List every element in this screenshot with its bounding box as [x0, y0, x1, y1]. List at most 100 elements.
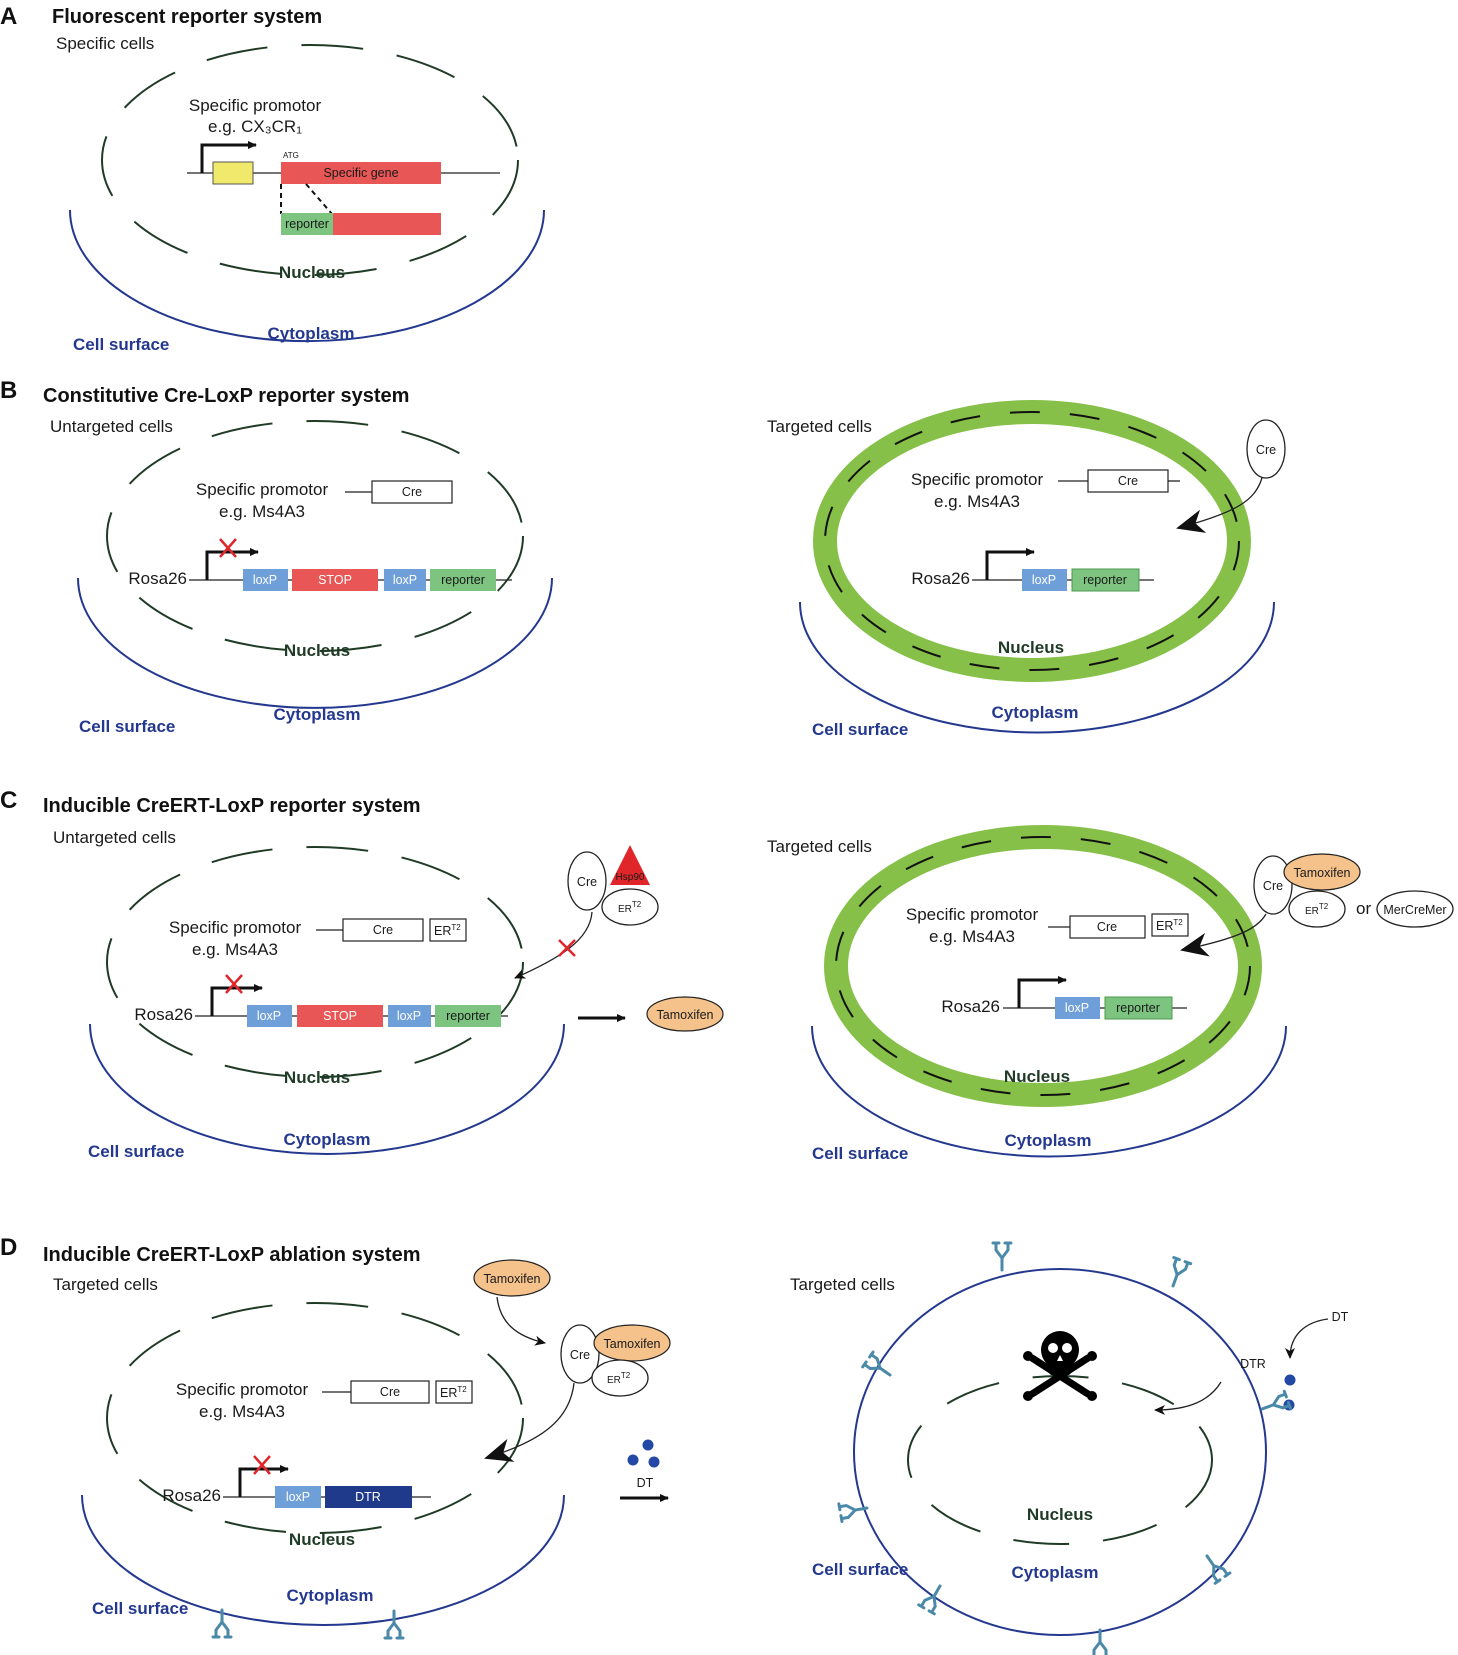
cell-surface-label: Cell surface — [79, 717, 175, 736]
reporter-box — [1104, 996, 1173, 1020]
transcription-start-arrow — [205, 548, 259, 580]
cre-protein — [1246, 419, 1286, 479]
cre-gene-label: Cre — [380, 1385, 400, 1399]
dt-dot — [642, 1439, 654, 1451]
loxp-label: loxP — [1032, 573, 1056, 587]
transcription-start-arrow — [210, 984, 263, 1016]
cell-surface-label: Cell surface — [812, 1560, 908, 1579]
nucleus-label: Nucleus — [289, 1530, 355, 1549]
loxp-box — [275, 1486, 321, 1508]
tamoxifen-label: Tamoxifen — [657, 1008, 714, 1022]
transcription-start-arrow — [238, 1465, 289, 1497]
cre-protein — [567, 851, 607, 911]
nucleus-envelope — [106, 846, 524, 1078]
insertion-dash-right — [305, 183, 333, 215]
promoter-box — [212, 161, 254, 185]
ert2-protein — [591, 1359, 649, 1397]
dt-label: DT — [637, 1476, 654, 1490]
panel-a-title: Fluorescent reporter system — [52, 6, 322, 28]
ert2-gene-box — [429, 918, 467, 942]
promotor-example: e.g. CX₃CR₁ — [208, 117, 302, 136]
cell-membrane — [853, 1268, 1267, 1636]
cre-gene-box — [342, 918, 424, 942]
transcription-start-arrow — [200, 141, 257, 173]
rosa26-label: Rosa26 — [128, 569, 187, 588]
loxp-box — [1022, 569, 1067, 591]
cre-gene-box — [350, 1380, 430, 1404]
promotor-example: e.g. Ms4A3 — [219, 502, 305, 521]
cell-membrane — [799, 601, 1275, 734]
ert2-protein-label: ERT2 — [1305, 902, 1329, 917]
panel-c-targeted: Targeted cells Specific promotor e.g. Ms… — [767, 825, 1454, 1163]
dtr-receptor-icon — [861, 1350, 897, 1384]
loxp-box-2 — [384, 569, 426, 591]
promotor-label: Specific promotor — [176, 1380, 309, 1399]
cre-entry-arrow — [1180, 913, 1267, 957]
tamoxifen-bound — [1283, 853, 1361, 891]
dtr-box — [325, 1486, 412, 1508]
blocked-entry-cross-icon — [558, 939, 576, 957]
blocked-cross-icon — [225, 974, 243, 994]
dtr-receptor-icon — [991, 1241, 1013, 1272]
loxp-label-1: loxP — [257, 1009, 281, 1023]
ert2-gene-label: ERT2 — [1156, 918, 1183, 933]
ert2-gene-box — [1151, 913, 1189, 937]
dtr-label: DTR — [1240, 1357, 1266, 1371]
promotor-label: Specific promotor — [906, 905, 1039, 924]
hsp90-icon — [610, 845, 650, 885]
green-nuclear-ring — [813, 400, 1251, 682]
loxp-label-2: loxP — [393, 573, 417, 587]
loxp-label-1: loxP — [253, 573, 277, 587]
nucleus-label: Nucleus — [284, 1068, 350, 1087]
cre-gene-label: Cre — [1097, 920, 1117, 934]
panel-c-title: Inducible CreERT-LoxP reporter system — [43, 795, 421, 817]
nucleus-envelope — [106, 1302, 524, 1534]
panel-d-right-subtitle: Targeted cells — [790, 1275, 895, 1294]
cre-entry-arrow — [1176, 477, 1263, 533]
cytoplasm-label: Cytoplasm — [1005, 1131, 1092, 1150]
tamoxifen-uptake-arrow — [496, 1296, 546, 1346]
ert2-gene-label: ERT2 — [440, 1385, 467, 1400]
promotor-label: Specific promotor — [169, 918, 302, 937]
panel-c-untargeted: Untargeted cells Specific promotor e.g. … — [53, 828, 724, 1161]
loxp-box — [1055, 997, 1100, 1019]
nucleus-label: Nucleus — [998, 638, 1064, 657]
loxp-box-2 — [388, 1005, 431, 1027]
stop-label: STOP — [323, 1009, 357, 1023]
nucleus-label: Nucleus — [1004, 1067, 1070, 1086]
cytoplasm-label: Cytoplasm — [284, 1130, 371, 1149]
blocked-cross-icon — [253, 1455, 271, 1475]
panel-b-right-subtitle: Targeted cells — [767, 417, 872, 436]
cre-gene-box — [371, 480, 453, 504]
nucleus-label: Nucleus — [279, 263, 345, 282]
cell-surface-label: Cell surface — [812, 1144, 908, 1163]
panel-d: D Inducible CreERT-LoxP ablation system … — [0, 1234, 1349, 1655]
ert2-protein — [1288, 890, 1346, 928]
stop-box — [297, 1005, 383, 1027]
ert2-protein-label: ERT2 — [618, 900, 642, 915]
blocked-cross-icon — [219, 538, 237, 558]
panel-d-letter: D — [0, 1234, 17, 1261]
cell-membrane — [77, 577, 553, 709]
panel-d-right: Targeted cells DT DTR — [790, 1241, 1349, 1655]
mercremer-protein — [1376, 890, 1454, 928]
tamoxifen-label: Tamoxifen — [1294, 866, 1351, 880]
transcription-start-arrow — [985, 548, 1035, 580]
cell-surface-label: Cell surface — [73, 335, 169, 354]
cell-surface-label: Cell surface — [92, 1599, 188, 1618]
specific-gene-box — [281, 162, 441, 184]
promotor-label: Specific promotor — [189, 96, 322, 115]
tamoxifen-pill — [473, 1259, 551, 1297]
panel-b-targeted: Targeted cells Specific promotor e.g. Ms… — [767, 400, 1286, 739]
dt-label: DT — [1332, 1310, 1349, 1324]
skull-crossbones-icon — [1023, 1331, 1097, 1401]
cell-membrane — [89, 1023, 565, 1155]
cre-protein-label: Cre — [570, 1348, 590, 1362]
reporter-box — [435, 1005, 501, 1027]
green-nuclear-ring — [824, 825, 1262, 1107]
panel-b-untargeted: Untargeted cells Specific promotor e.g. … — [50, 417, 553, 736]
nucleus-envelope — [824, 411, 1240, 671]
panel-d-left-subtitle: Targeted cells — [53, 1275, 158, 1294]
cre-gene-label: Cre — [1118, 474, 1138, 488]
